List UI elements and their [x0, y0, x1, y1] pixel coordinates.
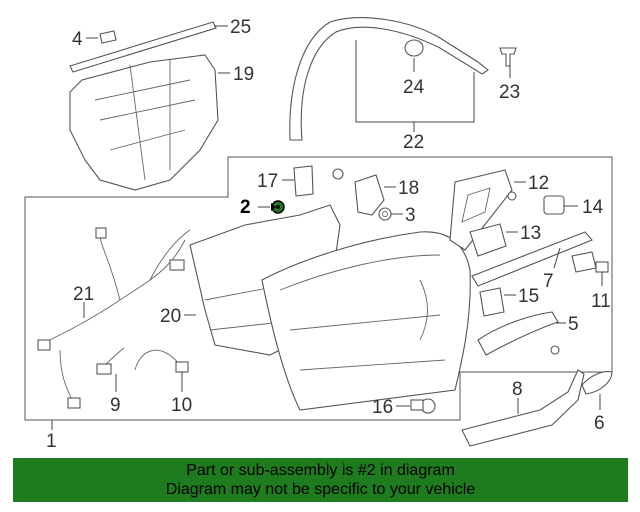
callout-24: 24 [403, 77, 425, 98]
part-8-molding[interactable] [461, 369, 585, 447]
callout-5: 5 [568, 314, 579, 335]
callout-17: 17 [257, 171, 278, 192]
part-22-molding[interactable] [289, 17, 489, 141]
callout-11: 11 [591, 291, 611, 312]
callout-15: 15 [518, 286, 539, 307]
callout-3: 3 [405, 205, 416, 226]
callout-18: 18 [398, 178, 419, 199]
part-7-trim-strip[interactable] [471, 231, 593, 287]
part-11-lamp[interactable] [571, 251, 609, 273]
callout-1: 1 [46, 431, 57, 452]
part-3-nut[interactable] [378, 207, 392, 221]
part-15-switch[interactable] [479, 287, 505, 317]
part-24-plug[interactable] [404, 39, 424, 57]
screw-near-12 [507, 191, 517, 201]
part-10-harness[interactable] [134, 349, 189, 373]
callout-19: 19 [233, 64, 254, 85]
screw-near-5 [550, 345, 560, 355]
callout-8: 8 [512, 379, 523, 400]
door-trim-panel [261, 231, 471, 411]
part-12-switch-bezel[interactable] [449, 169, 513, 251]
screw-near-17 [332, 168, 344, 180]
part-4-clip[interactable] [99, 30, 117, 44]
callout-10: 10 [171, 395, 192, 416]
banner-line-2: Diagram may not be specific to your vehi… [165, 481, 476, 498]
callout-22: 22 [403, 132, 424, 153]
part-14-switch[interactable] [543, 195, 565, 215]
info-banner: Part or sub-assembly is #2 in diagram Di… [13, 458, 628, 502]
callout-22-leader [355, 40, 475, 132]
callout-2-arrowhead [271, 203, 276, 211]
part-21-harness[interactable] [37, 227, 191, 409]
part-19-water-deflector[interactable] [69, 54, 219, 191]
part-9-connector[interactable] [96, 347, 125, 375]
part-13-switch[interactable] [469, 223, 507, 257]
callout-25: 25 [230, 17, 251, 38]
part-23-fastener[interactable] [499, 47, 517, 67]
parts-diagram: 25 4 19 24 23 22 17 18 2 3 12 14 13 7 11… [24, 17, 613, 452]
callout-13: 13 [520, 223, 541, 244]
door-assembly-frame [24, 156, 613, 421]
banner-line-1: Part or sub-assembly is #2 in diagram [186, 462, 455, 479]
part-16-clip[interactable] [410, 398, 436, 414]
callout-9: 9 [110, 395, 121, 416]
callout-6: 6 [594, 413, 605, 434]
callout-12: 12 [528, 173, 549, 194]
part-5-handle[interactable] [477, 311, 559, 356]
callout-7-leader [553, 247, 561, 269]
callout-7: 7 [543, 271, 554, 292]
callout-21: 21 [73, 284, 94, 305]
part-25-weatherstrip[interactable] [69, 21, 217, 73]
callout-23: 23 [499, 82, 520, 103]
callout-20: 20 [160, 306, 181, 327]
callout-14: 14 [582, 197, 604, 218]
part-6-cap[interactable] [581, 371, 613, 395]
callout-2: 2 [240, 197, 251, 218]
callout-16: 16 [372, 397, 393, 418]
callout-4: 4 [72, 29, 83, 50]
part-18-bracket[interactable] [354, 174, 385, 216]
part-17-bracket[interactable] [293, 165, 314, 197]
